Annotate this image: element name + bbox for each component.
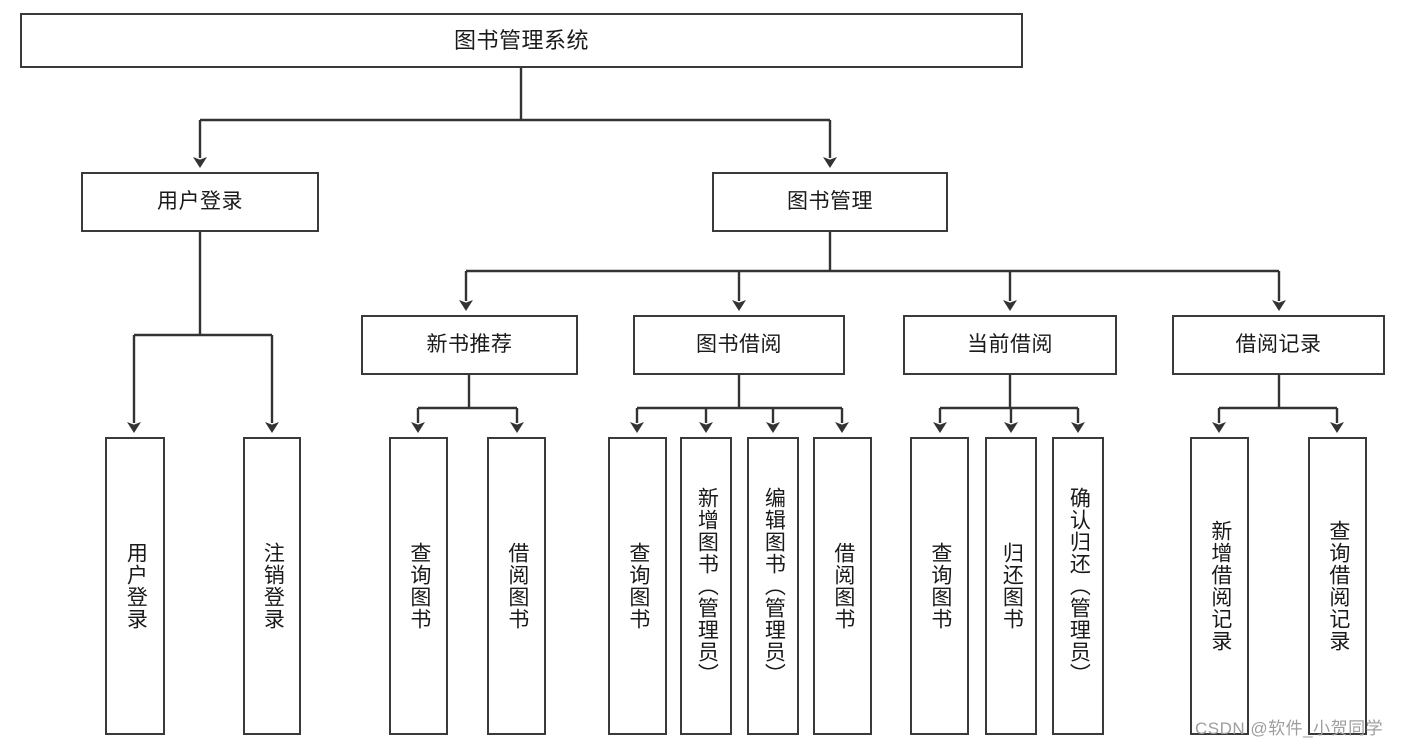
node-level1-user-login[interactable]: 用户登录 (81, 172, 319, 232)
node-level2-current-borrow[interactable]: 当前借阅 (903, 315, 1117, 375)
node-leaf-query-borrow-record[interactable]: 查询借阅记录 (1308, 437, 1367, 735)
node-leaf-edit-book-admin[interactable]: 编辑图书（管理员） (747, 437, 799, 735)
node-leaf-return-book[interactable]: 归还图书 (985, 437, 1037, 735)
node-leaf-add-book-admin[interactable]: 新增图书（管理员） (680, 437, 732, 735)
node-leaf-borrow-book[interactable]: 借阅图书 (813, 437, 872, 735)
node-leaf-add-borrow-record[interactable]: 新增借阅记录 (1190, 437, 1249, 735)
node-level2-borrow-record[interactable]: 借阅记录 (1172, 315, 1385, 375)
node-level2-book-borrow[interactable]: 图书借阅 (633, 315, 845, 375)
node-leaf-logout-login[interactable]: 注销登录 (243, 437, 301, 735)
node-level2-new-book-recommend[interactable]: 新书推荐 (361, 315, 578, 375)
node-leaf-query-book-borrow[interactable]: 查询图书 (608, 437, 667, 735)
node-leaf-user-login[interactable]: 用户登录 (105, 437, 165, 735)
csdn-watermark: CSDN @软件_小贺同学 (1195, 719, 1384, 738)
node-leaf-borrow-book-newbook[interactable]: 借阅图书 (487, 437, 546, 735)
node-leaf-confirm-return-admin[interactable]: 确认归还（管理员） (1052, 437, 1104, 735)
node-leaf-query-book-newbook[interactable]: 查询图书 (389, 437, 448, 735)
node-level1-book-management[interactable]: 图书管理 (712, 172, 948, 232)
node-root-system[interactable]: 图书管理系统 (20, 13, 1023, 68)
node-leaf-query-book-current[interactable]: 查询图书 (910, 437, 969, 735)
